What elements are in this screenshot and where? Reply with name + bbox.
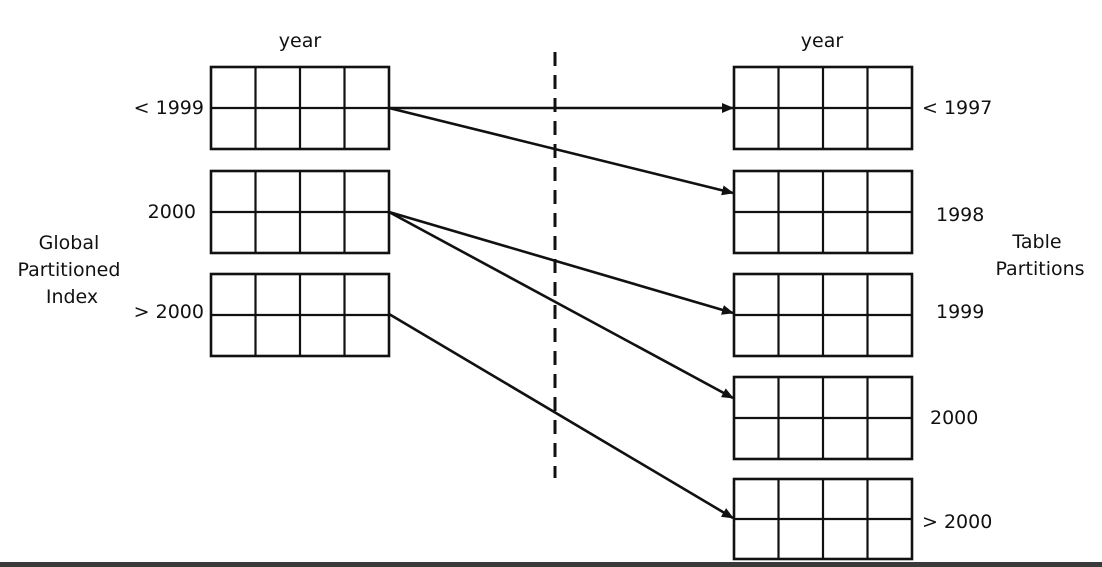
index-partition-label: 2000 xyxy=(148,201,196,223)
table-partition-block xyxy=(732,65,914,151)
table-partition-label: 1999 xyxy=(936,301,984,323)
global-index-label: Global Partitioned Index xyxy=(18,232,127,308)
index-year-header: year xyxy=(279,30,322,52)
bottom-bar xyxy=(0,562,1102,567)
table-partitions-label: Table Partitions xyxy=(995,231,1084,280)
table-partition-label: < 1997 xyxy=(922,97,992,119)
index-partition-block xyxy=(209,272,391,358)
table-partition-label: 1998 xyxy=(936,204,984,226)
table-partition-block xyxy=(732,477,914,561)
global-index-label-line: Index xyxy=(46,286,98,308)
table-partitions-label-line: Table xyxy=(1011,231,1061,253)
index-partition-label: < 1999 xyxy=(134,97,204,119)
table-partition-label: 2000 xyxy=(930,407,978,429)
index-partition-block xyxy=(209,169,391,255)
table-partition-block xyxy=(732,272,914,358)
table-partition-block xyxy=(732,169,914,255)
index-partition-block xyxy=(209,65,391,151)
arrow xyxy=(388,106,734,196)
arrow xyxy=(388,312,734,520)
global-index-label-line: Global xyxy=(39,232,100,254)
index-partition-label: > 2000 xyxy=(134,301,204,323)
table-partitions-label-line: Partitions xyxy=(995,258,1084,280)
table-partition-label: > 2000 xyxy=(922,511,992,533)
global-index-label-line: Partitioned xyxy=(18,259,121,281)
arrow xyxy=(388,210,734,400)
table-partition-block xyxy=(732,375,914,461)
arrow xyxy=(388,210,734,315)
table-year-header: year xyxy=(801,30,844,52)
